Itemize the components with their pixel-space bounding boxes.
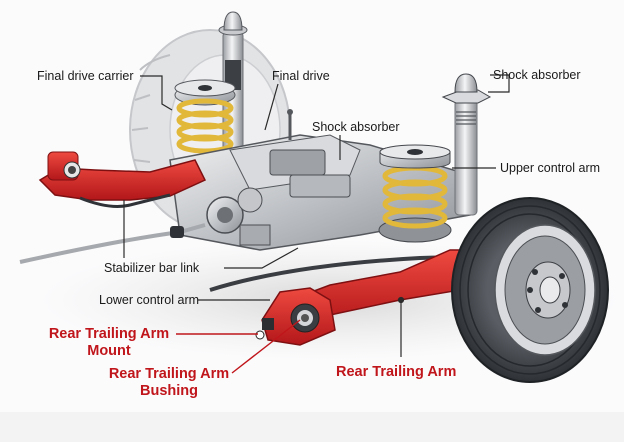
leader-final-drive-carrier [140,75,173,111]
red-leader-lines [176,319,301,374]
label-rear-trailing-arm-mount-line1: Rear Trailing Arm [48,326,170,342]
label-shock-absorber-center: Shock absorber [312,120,400,134]
label-final-drive: Final drive [272,69,330,83]
front-right-wheel [451,197,609,383]
leader-stabilizer-bar-link [224,247,299,269]
label-rear-trailing-arm-mount-line2: Mount [87,343,131,359]
label-shock-absorber-right: Shock absorber [493,68,581,82]
right-trailing-arm [255,249,471,346]
leader-shock-absorber-right [488,74,510,93]
label-stabilizer-bar-link: Stabilizer bar link [104,261,200,275]
right-shock-absorber [441,73,492,216]
floor-shadow [0,412,624,442]
label-rear-trailing-arm-mount: Rear Trailing Arm Mount [46,326,172,360]
leader-final-drive [264,83,279,131]
stabilizer-bar [19,223,501,292]
leader-lines [123,74,510,357]
left-coil-spring [174,79,236,154]
label-rear-trailing-arm-bushing: Rear Trailing Arm Bushing [106,366,232,400]
final-drive-carrier-body [206,187,271,246]
left-trailing-arm [38,151,207,208]
label-lower-control-arm: Lower control arm [99,293,200,307]
label-rear-trailing-arm-bushing-line1: Rear Trailing Arm [108,366,230,382]
label-rear-trailing-arm-bushing-line2: Bushing [140,383,198,399]
label-rear-trailing-arm: Rear Trailing Arm [336,364,457,380]
label-final-drive-carrier: Final drive carrier [37,69,134,83]
leader-rear-trailing-arm-bushing [231,319,301,374]
label-upper-control-arm: Upper control arm [500,161,601,175]
right-coil-spring [378,144,452,243]
